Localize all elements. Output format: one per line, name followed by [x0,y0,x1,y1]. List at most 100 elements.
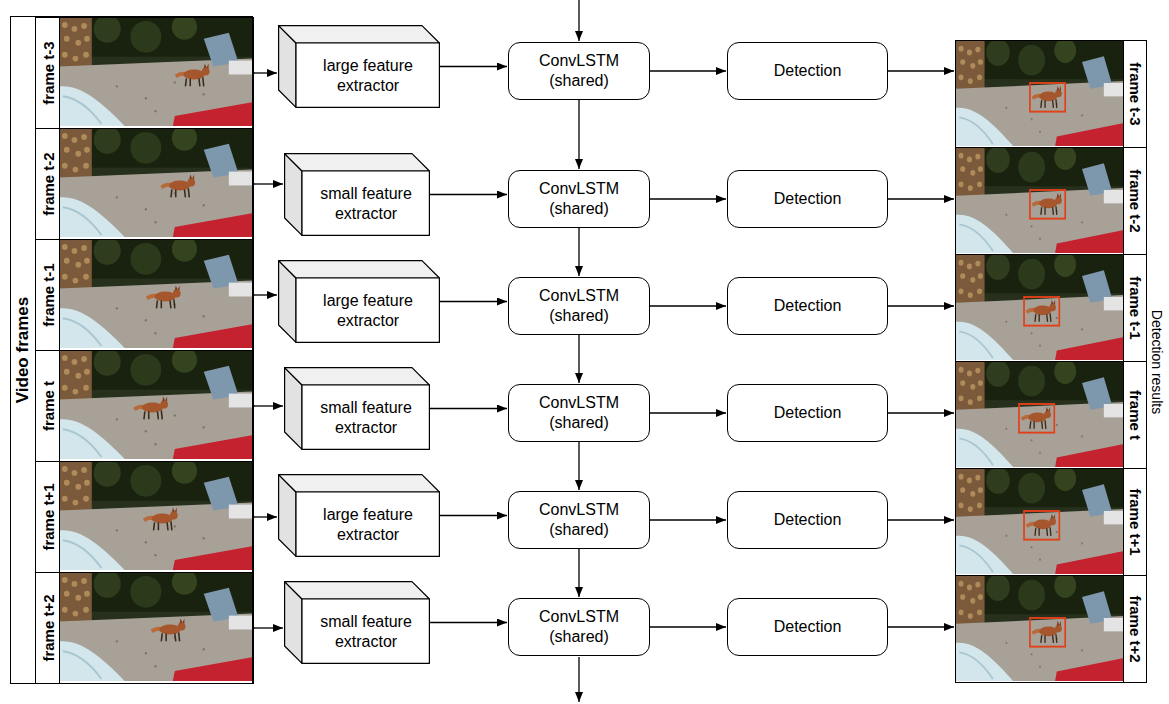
process-box: Detection [727,42,888,100]
box-face [285,582,430,599]
process-box: ConvLSTM (shared) [508,598,650,656]
label-column: frame t+2 [1123,576,1146,682]
result-cell: frame t [955,361,1147,469]
box-face [285,154,430,171]
box-face [279,261,440,278]
connector-arrow [888,626,954,627]
node-label: frame t [39,381,56,431]
connector-arrow [254,627,283,628]
label-column: frame t-1 [1123,255,1146,361]
node-label: small feature extractor [310,398,422,436]
node-label: Video frames [13,297,33,403]
node-label: frame t+2 [1127,595,1144,662]
node-label: ConvLSTM (shared) [529,51,629,91]
box-face [279,475,440,492]
node-label: Detection [774,61,842,81]
process-box: Detection [727,277,888,335]
node-label: Detection results [1149,310,1165,414]
node-label: frame t-1 [1127,276,1144,339]
label-column: frame t+1 [36,462,60,572]
connector-arrow [254,72,277,73]
node-label: Detection [774,403,842,423]
node-label: frame t-3 [39,41,56,104]
video-frame-image [59,350,252,459]
feature-extractor-box: small feature extractor [284,367,430,450]
connector-arrow [888,412,954,413]
detection-result-image [956,362,1124,467]
connector-arrow [578,228,579,276]
label-column: frame t+2 [36,573,60,683]
process-box: ConvLSTM (shared) [508,491,650,549]
connector-arrow [888,519,954,520]
feature-extractor-box: large feature extractor [278,25,440,108]
node-label: ConvLSTM (shared) [529,286,629,326]
box-face [302,385,429,449]
process-box: ConvLSTM (shared) [508,42,650,100]
label-column: Detection results [1147,40,1166,684]
node-label: ConvLSTM (shared) [529,179,629,219]
node-label: Detection [774,189,842,209]
label-column: frame t+1 [1123,469,1146,575]
extractor-face: large feature extractor [296,278,440,343]
video-frame-image [59,572,252,681]
box-face [296,492,439,556]
node-label: Detection [774,510,842,530]
connector-arrow [650,412,726,413]
node-label: frame t-1 [39,263,56,326]
detection-result-image [956,469,1124,574]
connector-arrow [254,405,283,406]
label-column: frame t-2 [36,129,60,239]
node-label: frame t-2 [39,152,56,215]
connector-arrow [254,516,277,517]
node-label: frame t+1 [1127,488,1144,555]
connector-arrow [650,305,726,306]
node-label: large feature extractor [312,505,424,543]
video-frame-image [59,461,252,570]
connector-arrow [430,194,507,195]
label-column: frame t-1 [36,240,60,350]
detection-result-image [956,41,1124,146]
detection-result-image [956,255,1124,360]
frame-cell: frame t-1 [35,239,254,351]
label-column: frame t [1123,362,1146,468]
connector-arrow [888,198,954,199]
box-face [285,368,430,385]
video-frames-panel: Video frames frame t-3 frame t-2 frame t-1 f… [10,16,253,684]
node-label: large feature extractor [312,291,424,329]
result-cell: frame t-1 [955,254,1147,362]
label-column: frame t [36,351,60,461]
connector-arrow [650,70,726,71]
video-frame-image [59,239,252,348]
detection-result-image [956,148,1124,253]
connector-arrow [650,198,726,199]
connector-arrow [650,519,726,520]
frame-cell: frame t [35,350,254,462]
result-cell: frame t+2 [955,575,1147,683]
box-face [302,599,429,663]
result-cell: frame t-2 [955,147,1147,255]
node-label: frame t+1 [39,483,56,550]
box-face [296,278,439,342]
feature-extractor-box: small feature extractor [284,153,430,236]
box-face [302,171,429,235]
node-label: frame t-2 [1127,169,1144,232]
extractor-face: small feature extractor [302,171,430,236]
node-label: frame t [1127,390,1144,440]
detection-results-panel: Detection results frame t-3 frame t-2 frame… [955,40,1166,684]
state-input-arrow [578,0,579,41]
feature-extractor-box: small feature extractor [284,581,430,664]
node-label: ConvLSTM (shared) [529,393,629,433]
extractor-face: large feature extractor [296,492,440,557]
connector-arrow [254,294,277,295]
frame-cell: frame t-2 [35,128,254,240]
connector-arrow [578,549,579,597]
connector-arrow [440,66,507,67]
node-label: ConvLSTM (shared) [529,500,629,540]
connector-arrow [440,515,507,516]
label-column: Video frames [11,17,35,683]
frame-cell: frame t+1 [35,461,254,573]
process-box: ConvLSTM (shared) [508,277,650,335]
connector-arrow [578,335,579,383]
node-label: frame t-3 [1127,62,1144,125]
detection-result-image [956,576,1124,681]
